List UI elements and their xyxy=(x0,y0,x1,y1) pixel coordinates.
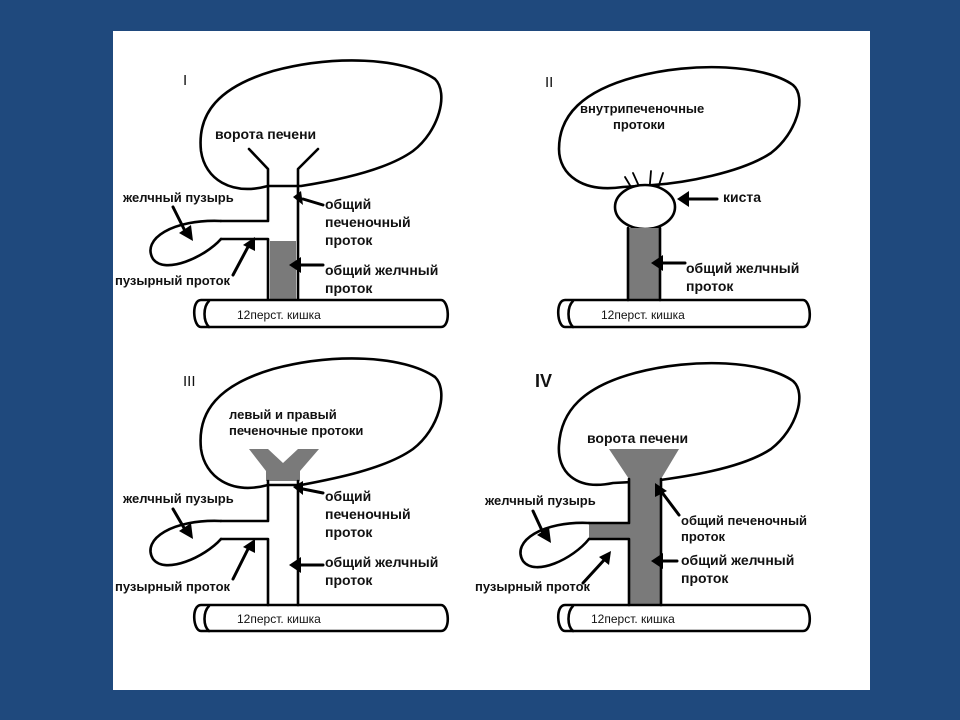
common-bile-label-2: проток xyxy=(325,572,373,588)
liver-shape xyxy=(557,65,801,190)
common-bile-label-2: проток xyxy=(681,570,729,586)
common-bile-label-1: общий желчный xyxy=(686,260,799,276)
common-bile-label-1: общий желчный xyxy=(325,262,438,278)
panel-type-4: IV 12перст. кишка ворота печени желчный … xyxy=(475,361,812,633)
panel-type-3: III 12перст. кишка левый и правый печено… xyxy=(115,357,450,633)
panel-numeral: IV xyxy=(535,371,552,391)
pointer-arrows xyxy=(651,191,719,271)
panel-numeral: III xyxy=(183,373,196,390)
cystic-duct-label: пузырный проток xyxy=(115,579,231,594)
common-hepatic-label-2: проток xyxy=(681,529,726,544)
duodenum xyxy=(192,603,450,633)
panel-type-2: II 12перст. кишка внутрипеченочные прото… xyxy=(545,65,812,329)
common-hepatic-label-2: печеночный xyxy=(325,214,411,230)
cyst xyxy=(613,183,677,231)
common-bile-label-2: проток xyxy=(325,280,373,296)
common-hepatic-label-1: общий xyxy=(325,488,371,504)
pointer-arrows xyxy=(171,191,325,277)
panel-type-1: I 12перст. кишка ворота печени желчный п… xyxy=(115,59,450,329)
pointer-arrows xyxy=(531,483,681,585)
common-hepatic-label-2: печеночный xyxy=(325,506,411,522)
liver-shape xyxy=(199,357,443,490)
biliary-cyst-types-diagram: I 12перст. кишка ворота печени желчный п… xyxy=(115,59,812,633)
duodenum xyxy=(556,603,812,633)
common-hepatic-label-1: общий xyxy=(325,196,371,212)
cyst-label: киста xyxy=(723,189,761,205)
gallbladder-label: желчный пузырь xyxy=(122,491,234,506)
gallbladder-loop xyxy=(149,519,223,567)
common-bile-label-1: общий желчный xyxy=(325,554,438,570)
duct-outline xyxy=(219,183,300,301)
porta-label: ворота печени xyxy=(587,430,688,446)
slide-panel: I 12перст. кишка ворота печени желчный п… xyxy=(113,31,870,690)
intrahepatic-label-1: внутрипеченочные xyxy=(580,101,704,116)
duodenum xyxy=(192,298,450,329)
dilated-duct-system xyxy=(589,449,679,605)
lr-hepatic-label-1: левый и правый xyxy=(229,407,337,422)
common-hepatic-label-3: проток xyxy=(325,524,373,540)
liver-shape xyxy=(557,361,801,486)
panel-numeral: I xyxy=(183,72,187,89)
lr-hepatic-label-2: печеночные протоки xyxy=(229,423,363,438)
pointer-arrows xyxy=(171,481,325,581)
duodenum-label: 12перст. кишка xyxy=(237,308,321,322)
duodenum xyxy=(556,298,812,329)
duodenum-label: 12перст. кишка xyxy=(591,612,675,626)
duodenum-label: 12перст. кишка xyxy=(237,612,321,626)
gallbladder-label: желчный пузырь xyxy=(484,493,596,508)
cystic-duct-label: пузырный проток xyxy=(475,579,591,594)
common-hepatic-label-3: проток xyxy=(325,232,373,248)
gallbladder-loop xyxy=(519,521,591,569)
left-right-hepatic-dilation xyxy=(249,449,319,481)
common-bile-duct-dilation xyxy=(270,241,296,299)
common-bile-label-2: проток xyxy=(686,278,734,294)
porta-label: ворота печени xyxy=(215,126,316,142)
common-bile-label-1: общий желчный xyxy=(681,552,794,568)
hepatic-ducts xyxy=(247,147,320,186)
gallbladder-loop xyxy=(149,219,223,267)
duct-outline xyxy=(587,477,663,607)
duct-outline xyxy=(219,479,300,607)
common-hepatic-label-1: общий печеночный xyxy=(681,513,807,528)
gallbladder-label: желчный пузырь xyxy=(122,190,234,205)
intrahepatic-label-2: протоки xyxy=(613,117,665,132)
panel-numeral: II xyxy=(545,74,553,91)
duodenum-label: 12перст. кишка xyxy=(601,308,685,322)
liver-shape xyxy=(199,59,443,191)
cystic-duct-label: пузырный проток xyxy=(115,273,231,288)
